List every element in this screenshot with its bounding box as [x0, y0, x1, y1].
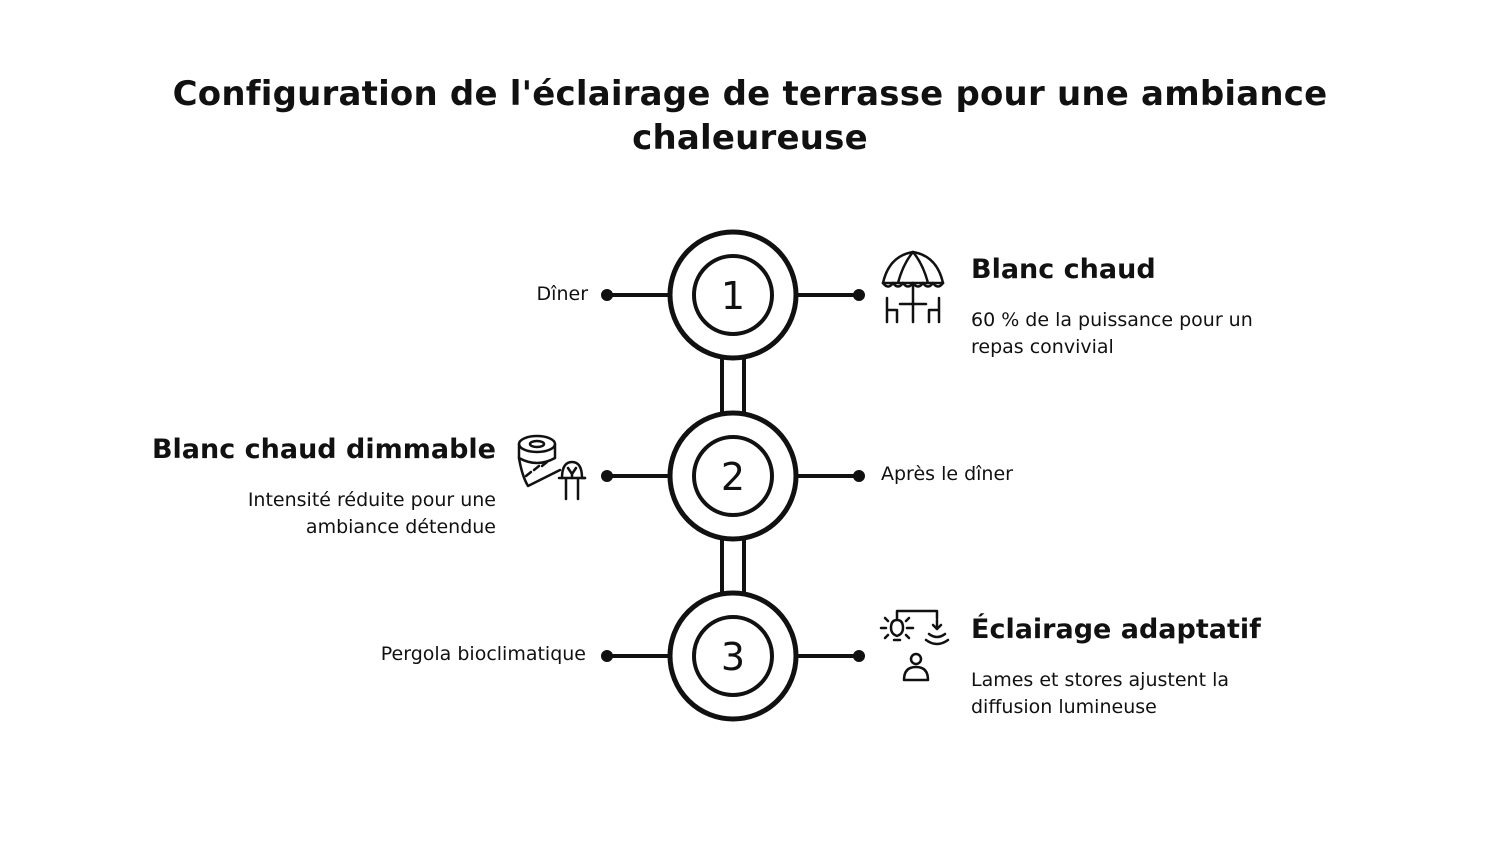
step-1-number: 1	[721, 274, 745, 318]
step-3-number: 3	[721, 635, 745, 679]
step-3-heading: Éclairage adaptatif	[971, 614, 1261, 645]
step-1-description: 60 % de la puissance pour un repas convi…	[971, 309, 1253, 358]
step-2-right-arm	[794, 470, 865, 482]
step-1-heading: Blanc chaud	[971, 254, 1156, 285]
step-1-side-label: Dîner	[536, 283, 588, 305]
connector-1-2	[720, 356, 746, 416]
step-3-right-arm	[794, 650, 865, 662]
step-3-description: Lames et stores ajustent la diffusion lu…	[971, 669, 1229, 718]
connector-2-3	[720, 536, 746, 596]
step-2-left-arm	[601, 470, 672, 482]
step-2-heading: Blanc chaud dimmable	[151, 434, 496, 465]
page-title: Configuration de l'éclairage de terrasse…	[172, 74, 1328, 158]
led-strip-dimmer-icon	[517, 434, 587, 501]
step-2-number: 2	[721, 455, 745, 499]
step-2-side-label: Après le dîner	[881, 463, 1013, 485]
step-3-left-arm	[601, 650, 672, 662]
patio-umbrella-table-icon	[881, 250, 945, 324]
adaptive-light-sensor-icon	[879, 609, 950, 682]
step-1-left-arm	[601, 289, 672, 301]
step-1-right-arm	[794, 289, 865, 301]
step-2-description: Intensité réduite pour une ambiance déte…	[247, 489, 496, 538]
step-3-side-label: Pergola bioclimatique	[380, 643, 586, 665]
